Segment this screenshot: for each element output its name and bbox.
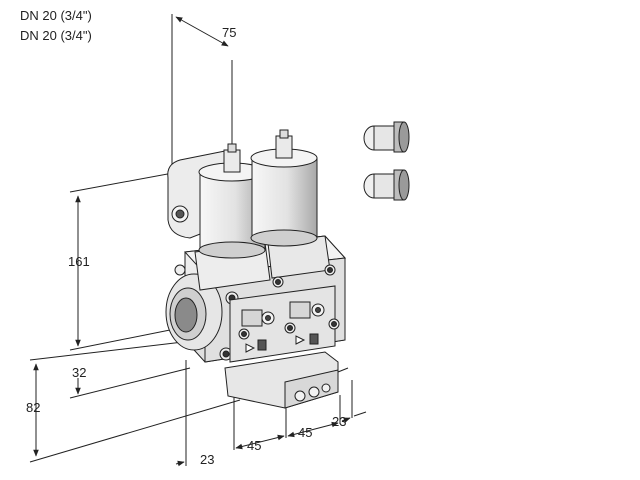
- title-block: DN 20 (3/4") DN 20 (3/4"): [20, 6, 92, 46]
- cable-gland-2: [363, 169, 410, 201]
- valve-body: [165, 129, 349, 409]
- dimension-lines: [33, 16, 367, 467]
- dim-line-45-b: [287, 421, 339, 438]
- dim-32: 32: [72, 365, 86, 380]
- dim-45-b: 45: [298, 425, 312, 440]
- title-line-2: DN 20 (3/4"): [20, 28, 92, 43]
- dim-line-23-right: [341, 417, 351, 423]
- dim-23-right: 23: [332, 414, 346, 429]
- dim-82: 82: [26, 400, 40, 415]
- title-line-1: DN 20 (3/4"): [20, 8, 92, 23]
- dim-line-23-bottom: [175, 460, 185, 467]
- dim-line-75: [175, 16, 229, 47]
- dim-75: 75: [222, 25, 236, 40]
- dim-line-45-a: [235, 434, 285, 450]
- dim-45-a: 45: [247, 438, 261, 453]
- dim-161: 161: [68, 254, 90, 269]
- dim-23-bottom: 23: [200, 452, 214, 467]
- cable-gland-1: [363, 121, 410, 153]
